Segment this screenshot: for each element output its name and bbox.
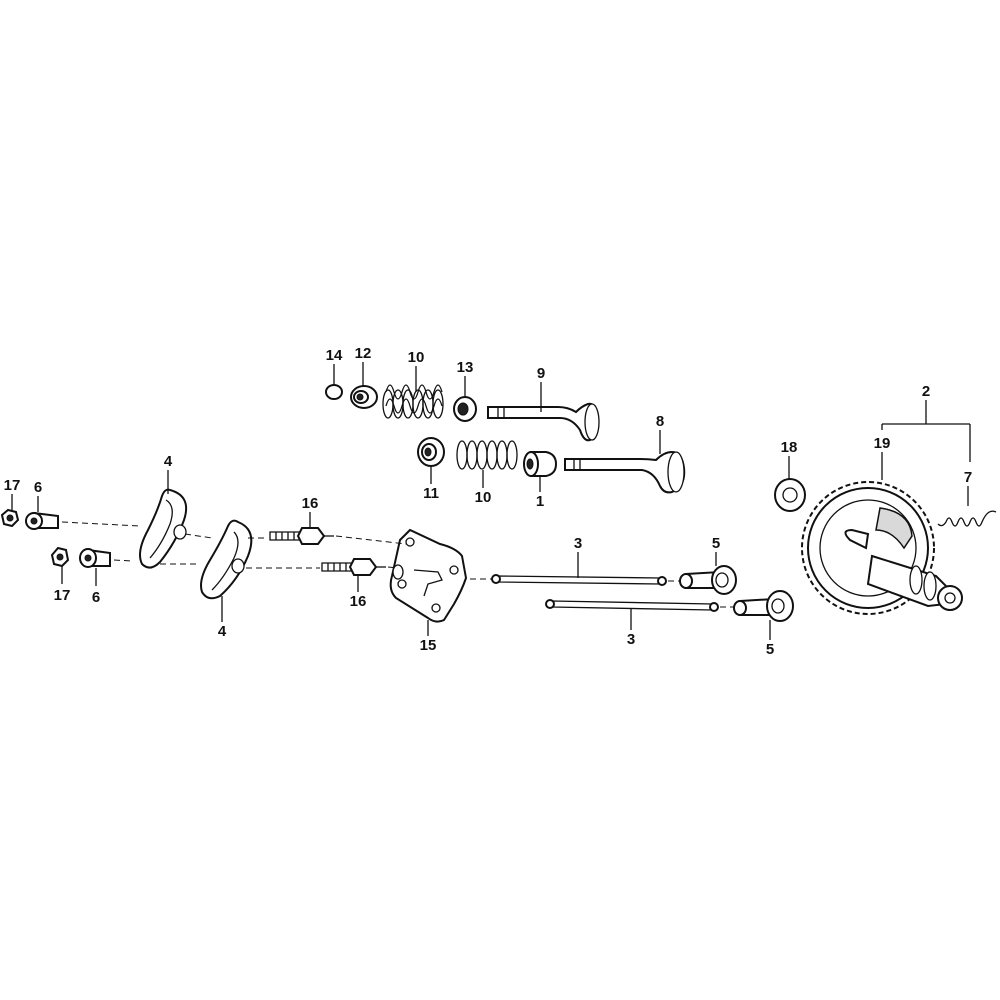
label-part-5-upper: 5 (712, 535, 720, 552)
label-part-13: 13 (457, 359, 474, 376)
part-2-camshaft (866, 554, 963, 611)
part-13-valve-seal (453, 396, 477, 422)
label-part-10-upper: 10 (408, 349, 425, 366)
part-6-pivot-upper (25, 511, 59, 530)
label-part-3-lower: 3 (627, 631, 635, 648)
label-part-18: 18 (781, 439, 798, 456)
label-part-1: 1 (536, 493, 544, 510)
label-part-9: 9 (537, 365, 545, 382)
part-14-valve-cotter (325, 384, 343, 400)
label-part-2: 2 (922, 383, 930, 400)
part-18-washer (774, 478, 806, 512)
label-part-3-upper: 3 (574, 535, 582, 552)
label-part-7: 7 (964, 469, 972, 486)
part-8-intake-valve (564, 450, 686, 494)
label-part-14: 14 (326, 347, 343, 364)
label-part-15: 15 (420, 637, 437, 654)
label-part-19: 19 (874, 435, 891, 452)
label-part-17-lower: 17 (54, 587, 71, 604)
label-part-11: 11 (423, 485, 439, 502)
label-part-17-upper: 17 (4, 477, 21, 494)
label-part-6-upper: 6 (34, 479, 42, 496)
label-part-8: 8 (656, 413, 664, 430)
part-12-spring-retainer (350, 385, 378, 409)
label-part-10-lower: 10 (475, 489, 492, 506)
part-5-tappet-upper (679, 565, 737, 595)
part-1-valve-cap (523, 451, 558, 477)
label-part-12: 12 (355, 345, 372, 362)
part-number-labels: 14 12 10 13 9 8 11 10 1 18 2 19 7 17 6 4… (4, 345, 973, 658)
label-part-4-lower: 4 (218, 623, 227, 640)
part-16-stud-bolt-lower (321, 558, 386, 576)
part-7-spring (937, 510, 997, 527)
part-4-rocker-arm-lower (200, 519, 253, 600)
leader-lines (11, 362, 971, 640)
part-10-valve-spring-lower (456, 440, 518, 470)
label-part-16-lower: 16 (350, 593, 367, 610)
part-4-rocker-arm-upper (139, 488, 188, 569)
part-10-valve-spring-upper (382, 384, 444, 419)
label-part-4-upper: 4 (164, 453, 173, 470)
part-3-push-rod-lower (545, 599, 719, 612)
part-9-exhaust-valve (487, 402, 600, 442)
label-part-16-upper: 16 (302, 495, 319, 512)
part-6-pivot-lower (79, 548, 111, 568)
label-part-5-lower: 5 (766, 641, 774, 658)
part-17-nut-upper (0, 508, 20, 528)
part-15-guide-plate (389, 528, 468, 623)
assembly-guide-lines (61, 521, 734, 608)
label-part-6-lower: 6 (92, 589, 100, 606)
part-3-push-rod-upper (491, 574, 667, 586)
part-16-stud-bolt-upper (269, 527, 334, 545)
part-11-spring-retainer (417, 437, 445, 467)
part-17-nut-lower (50, 546, 70, 568)
part-5-tappet-lower (733, 590, 794, 622)
